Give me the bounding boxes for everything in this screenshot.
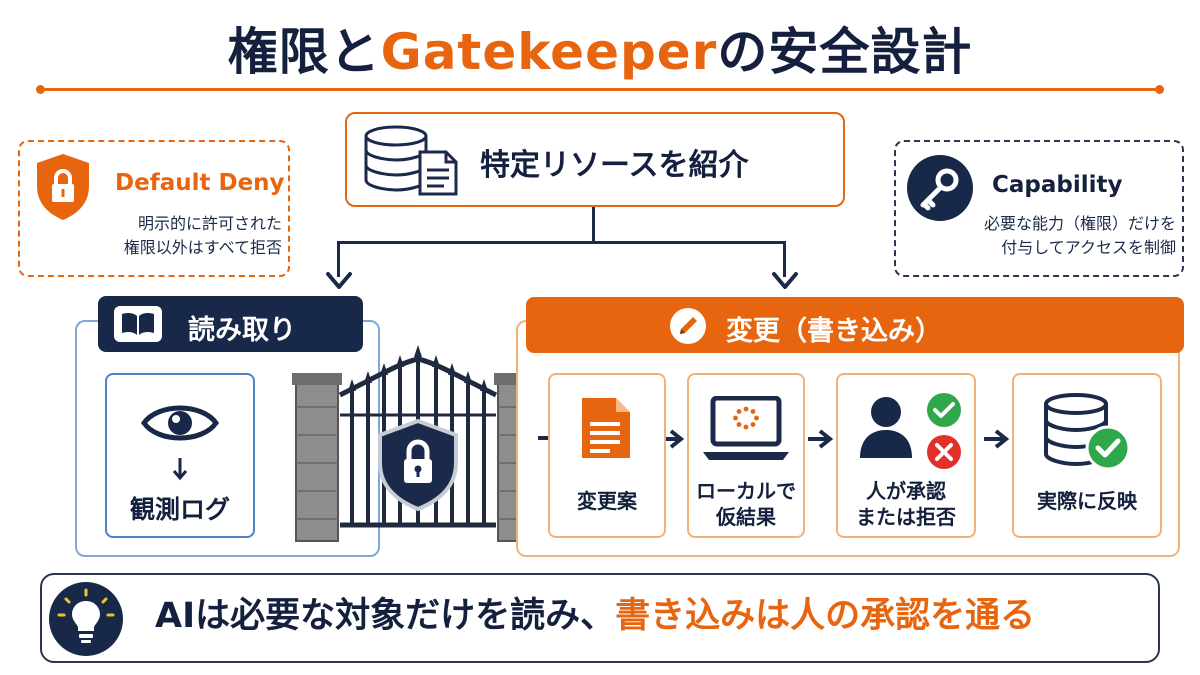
step-local-result-line2: 仮結果	[716, 505, 776, 529]
document-icon	[418, 150, 458, 196]
change-header	[526, 297, 1184, 353]
arrow-right-icon	[808, 429, 834, 449]
arrow-down-icon	[172, 458, 188, 481]
connector-stem	[592, 207, 595, 243]
default-deny-line1: 明示的に許可された	[137, 214, 282, 233]
arrow-down-icon	[326, 272, 352, 289]
step-proposal-label: 変更案	[532, 488, 682, 514]
read-log-box	[105, 373, 255, 538]
eye-icon	[140, 405, 220, 441]
step-proposal-line1: 変更案	[577, 489, 637, 513]
lock-shield-icon	[37, 154, 89, 220]
pencil-icon	[670, 308, 706, 344]
summary-banner	[40, 573, 1160, 663]
step-apply-line1: 実際に反映	[1037, 489, 1137, 513]
step-local-result-line1: ローカルで	[696, 479, 796, 503]
read-header-label: 読み取り	[188, 315, 296, 346]
capability-line1: 必要な能力（権限）だけを	[983, 214, 1176, 233]
summary-accent: 書き込みは人の承認を通る	[615, 596, 1036, 636]
step-approval-line1: 人が承認	[866, 479, 946, 503]
summary-text: AIは必要な対象だけを読み、書き込みは人の承認を通る	[155, 587, 1035, 638]
title-suffix: の安全設計	[717, 23, 973, 81]
person-icon	[860, 397, 912, 458]
connector-left	[337, 241, 340, 277]
book-icon	[114, 306, 162, 342]
arrow-down-icon	[772, 272, 798, 289]
default-deny-title: Default Deny	[115, 170, 285, 196]
database-check-icon	[1044, 393, 1131, 471]
capability-line2: 付与してアクセスを制御	[1001, 238, 1176, 257]
database-document-icon	[364, 125, 458, 196]
capability-title: Capability	[992, 172, 1123, 198]
title-prefix: 権限と	[227, 23, 381, 81]
connector-right	[783, 241, 786, 277]
title-accent: Gatekeeper	[380, 23, 718, 81]
summary-part1: AIは必要な対象だけを読み、	[155, 596, 616, 636]
cross-icon	[927, 435, 961, 469]
step-local-result-label: ローカルで 仮結果	[671, 478, 821, 530]
laptop-icon	[703, 396, 789, 460]
title-divider	[36, 85, 1164, 94]
default-deny-desc: 明示的に許可された 権限以外はすべて拒否	[60, 212, 282, 260]
capability-desc: 必要な能力（権限）だけを 付与してアクセスを制御	[950, 212, 1176, 260]
resource-label: 特定リソースを紹介	[480, 148, 749, 183]
arrow-right-icon	[984, 429, 1010, 449]
key-icon	[907, 155, 973, 221]
step-approval-label: 人が承認 または拒否	[831, 478, 981, 530]
page-title: 権限とGatekeeperの安全設計	[0, 12, 1200, 84]
gate-icon	[292, 345, 544, 542]
connector-branch	[337, 241, 786, 244]
change-header-label: 変更（書き込み）	[726, 316, 942, 347]
default-deny-line2: 権限以外はすべて拒否	[123, 238, 282, 257]
step-approval-line2: または拒否	[856, 505, 956, 529]
check-icon	[927, 393, 961, 427]
lightbulb-icon	[49, 582, 123, 656]
document-icon	[582, 398, 630, 458]
step-apply-label: 実際に反映	[1012, 488, 1162, 514]
read-log-label: 観測ログ	[129, 495, 230, 524]
